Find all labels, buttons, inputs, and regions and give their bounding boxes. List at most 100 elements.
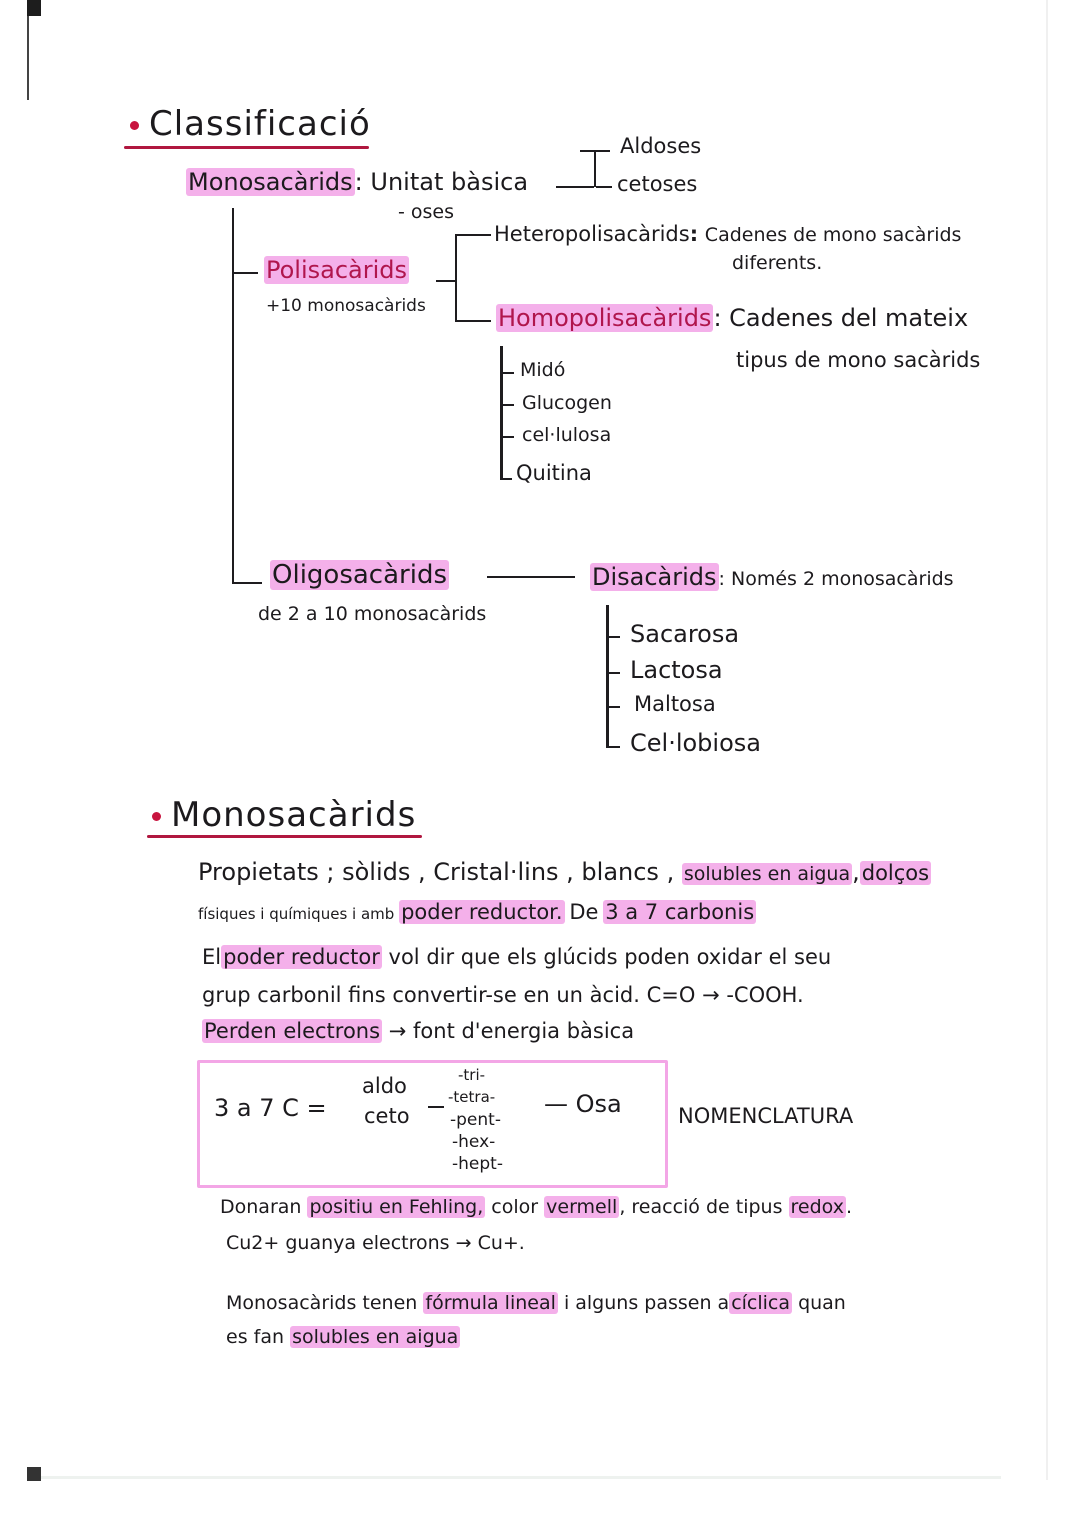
bracket-hetero-homo — [455, 234, 457, 322]
aldoses-label: Aldoses — [620, 134, 702, 158]
dash — [428, 1106, 444, 1108]
text: De — [569, 900, 599, 924]
highlight-fehling: positiu en Fehling, — [307, 1196, 486, 1218]
tick — [606, 746, 620, 748]
example-maltosa: Maltosa — [634, 692, 716, 716]
polisacarids-text: Polisacàrids — [264, 256, 410, 284]
text: El — [202, 945, 222, 969]
text: Donaran — [220, 1196, 302, 1218]
fehling-line-2: Cu2+ guanya electrons → Cu+. — [226, 1232, 525, 1254]
page-edge-bottom — [41, 1476, 1001, 1479]
reductor-line-1: Elpoder reductor vol dir que els glúcids… — [202, 945, 831, 969]
heteropolisacarids-desc-2: diferents. — [732, 252, 823, 274]
homopolisacarids-row: Homopolisacàrids: Cadenes del mateix — [496, 304, 968, 332]
polisacarids-note: +10 monosacàrids — [266, 296, 426, 316]
disacarids-label: Disacàrids — [590, 563, 719, 591]
oligosacarids-note: de 2 a 10 monosacàrids — [258, 603, 487, 625]
example-cellobiosa: Cel·lobiosa — [630, 729, 761, 757]
nomenclature-suffix: — Osa — [544, 1090, 622, 1118]
tick — [500, 436, 514, 438]
page-edge-right — [1046, 0, 1048, 1480]
oses-suffix: - oses — [398, 201, 455, 223]
highlight-formula-lineal: fórmula lineal — [423, 1292, 558, 1314]
monosacarids-row: Monosacàrids: Unitat bàsica — [186, 168, 528, 196]
heteropolisacarids-row: Heteropolisacàrids: Cadenes de mono sacà… — [494, 222, 962, 246]
tick — [606, 636, 620, 638]
oligosacarids-label: Oligosacàrids — [270, 560, 449, 590]
examples-bracket — [500, 346, 503, 480]
bullet-dot-icon — [152, 812, 161, 821]
section-title-classificacio: Classificació — [130, 104, 371, 144]
text: es fan — [226, 1326, 285, 1348]
disacarids-bracket — [606, 605, 609, 747]
nomenclature-tri: -tri- — [458, 1066, 486, 1084]
highlight-solubles: solubles en aigua — [681, 863, 853, 885]
nomenclature-pent: -pent- — [450, 1110, 501, 1130]
highlight-perden-electrons: Perden electrons — [202, 1019, 383, 1043]
reductor-line-2: grup carbonil fins convertir-se en un àc… — [202, 983, 804, 1007]
tick — [500, 372, 514, 374]
nomenclature-ceto: ceto — [364, 1104, 410, 1128]
monosacarids-desc: Unitat bàsica — [370, 168, 529, 196]
homopolisacarids-desc: : Cadenes del mateix — [713, 304, 969, 332]
bracket-top — [455, 234, 491, 236]
text: → font d'energia bàsica — [388, 1019, 635, 1043]
text: , — [852, 858, 860, 886]
highlight-ciclica: cíclica — [729, 1292, 793, 1314]
tree-main-line — [232, 208, 234, 584]
connector-line — [436, 280, 456, 282]
bracket-bottom — [455, 320, 491, 322]
title-underline — [147, 835, 422, 838]
text: quan — [798, 1292, 846, 1314]
nomenclature-tetra: -tetra- — [448, 1088, 496, 1106]
colon: : — [354, 168, 363, 196]
homopolisacarids-label: Homopolisacàrids — [496, 304, 714, 332]
forma-line-1: Monosacàrids tenen fórmula lineal i algu… — [226, 1292, 846, 1314]
monosacarids-label: Monosacàrids — [186, 168, 355, 196]
connector-line — [487, 576, 575, 578]
highlight-vermell: vermell — [544, 1196, 620, 1218]
connector-line — [556, 186, 594, 188]
heteropolisacarids-desc: Cadenes de mono sacàrids — [704, 224, 962, 246]
highlight-dolcos: dolços — [859, 861, 932, 885]
highlight-redox: redox — [788, 1196, 846, 1218]
example-lactosa: Lactosa — [630, 656, 723, 684]
disacarids-desc: : Només 2 monosacàrids — [718, 568, 954, 590]
page-corner-mark-top — [27, 0, 41, 16]
nomenclature-box — [197, 1060, 668, 1188]
cetoses-label: cetoses — [617, 172, 698, 196]
highlight-carbonis: 3 a 7 carbonis — [603, 900, 757, 924]
example-sacarosa: Sacarosa — [630, 620, 740, 648]
oligosacarids-text: Oligosacàrids — [270, 560, 449, 590]
reductor-line-3: Perden electrons → font d'energia bàsica — [202, 1019, 634, 1043]
bracket-bottom — [596, 186, 612, 188]
section-title-monosacarids: Monosacàrids — [152, 795, 416, 835]
bracket-aldoses-cetoses — [594, 150, 596, 187]
polisacarids-label: Polisacàrids — [264, 256, 410, 284]
text: Monosacàrids tenen — [226, 1292, 418, 1314]
heteropolisacarids-label: Heteropolisacàrids — [494, 222, 690, 246]
nomenclature-hept: -hept- — [452, 1154, 503, 1174]
fehling-line-1: Donaran positiu en Fehling, color vermel… — [220, 1196, 852, 1218]
example-mido: Midó — [520, 359, 566, 381]
properties-line-2: físiques i químiques i amb poder reducto… — [198, 900, 757, 924]
forma-line-2: es fan solubles en aigua — [226, 1326, 461, 1348]
section-title-text: Classificació — [149, 104, 371, 144]
title-underline — [124, 146, 369, 149]
highlight-poder-reductor: poder reductor — [221, 945, 382, 969]
bracket-top — [580, 150, 610, 152]
properties-line-1: Propietats ; sòlids , Cristal·lins , bla… — [198, 858, 932, 886]
tree-branch-polisacarids — [232, 272, 258, 274]
highlight-solubles-aigua: solubles en aigua — [290, 1326, 461, 1348]
tick — [606, 672, 620, 674]
text: vol dir que els glúcids poden oxidar el … — [388, 945, 832, 969]
section-title-text: Monosacàrids — [171, 795, 417, 835]
bullet-dot-icon — [130, 121, 139, 130]
tick — [606, 706, 620, 708]
text: , reacció de tipus — [619, 1196, 783, 1218]
text: . — [845, 1196, 853, 1218]
highlight-poder-reductor: poder reductor. — [399, 900, 565, 924]
example-glucogen: Glucogen — [522, 392, 612, 414]
tick — [500, 478, 512, 480]
example-quitina: Quitina — [516, 461, 592, 485]
